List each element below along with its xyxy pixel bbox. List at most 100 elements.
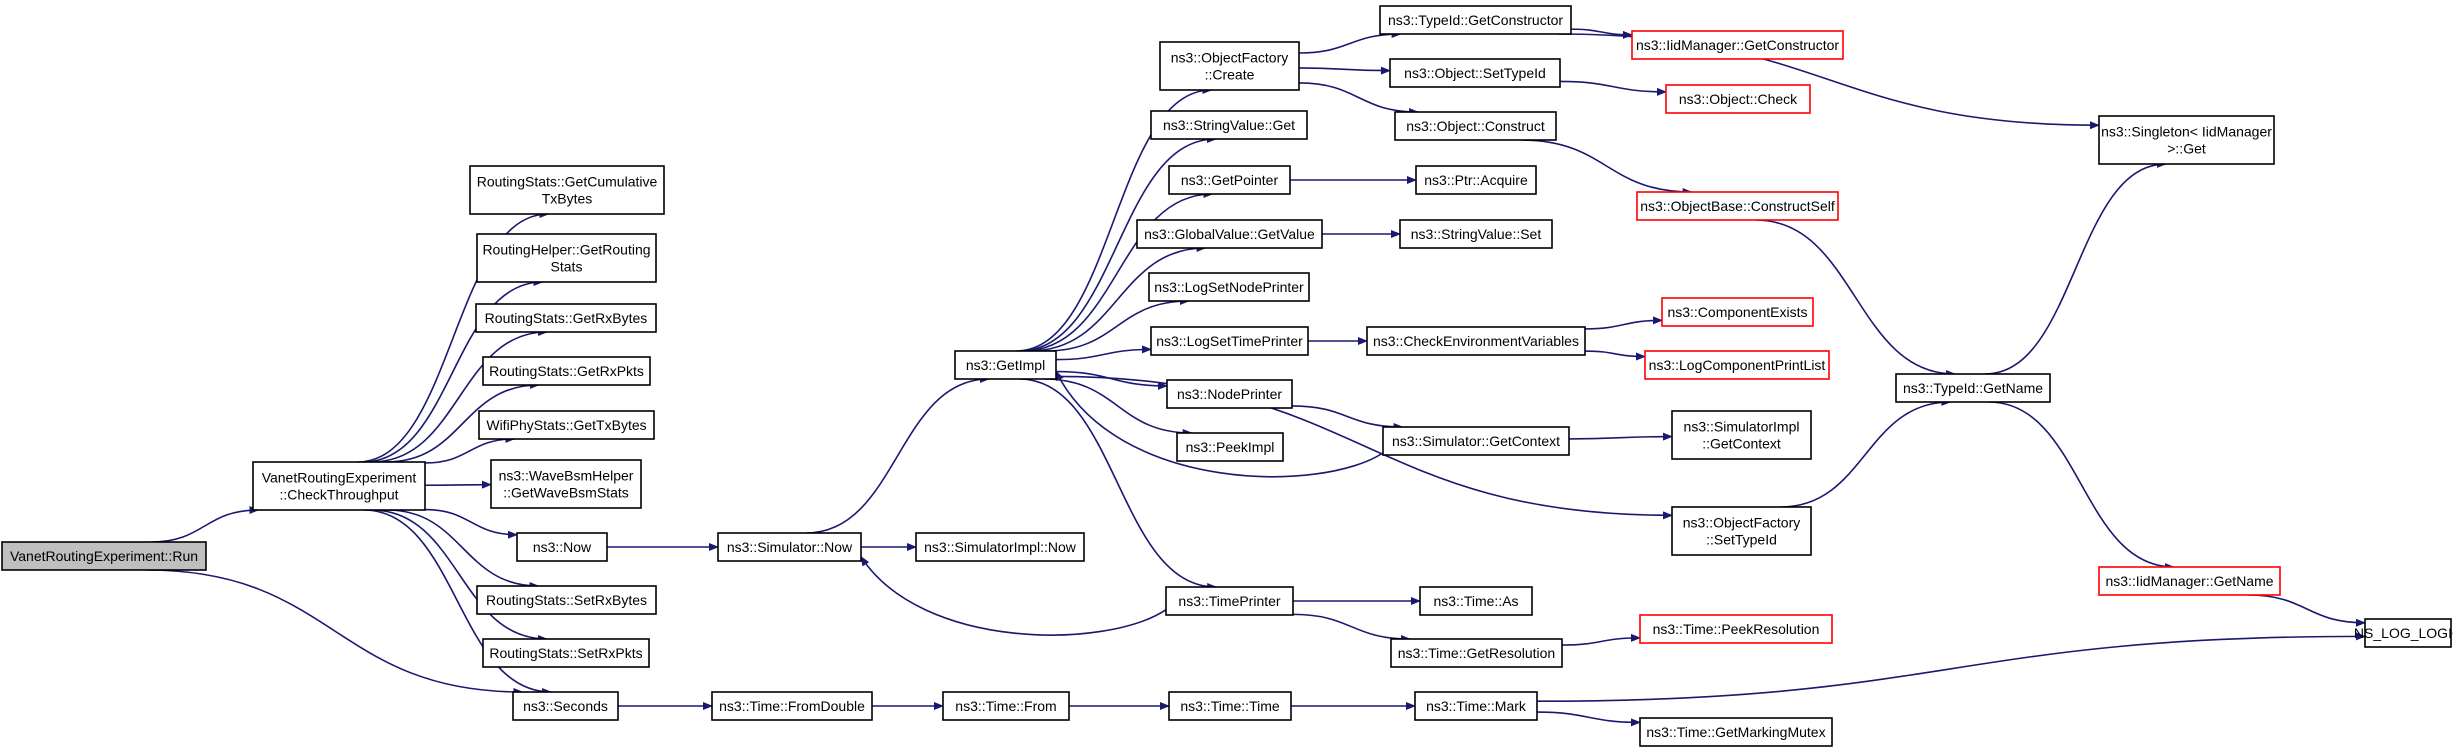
node-getrxpkts[interactable]: RoutingStats::GetRxPkts	[482, 356, 651, 386]
node-box[interactable]	[1671, 506, 1812, 556]
node-simgetctx[interactable]: ns3::Simulator::GetContext	[1382, 426, 1570, 456]
node-wifigettx[interactable]: WifiPhyStats::GetTxBytes	[478, 410, 655, 440]
node-peekimpl[interactable]: ns3::PeekImpl	[1176, 432, 1284, 462]
node-box[interactable]	[1168, 165, 1291, 195]
node-now[interactable]: ns3::Now	[516, 532, 608, 562]
node-box[interactable]	[1379, 5, 1572, 35]
node-ptracquire[interactable]: ns3::Ptr::Acquire	[1415, 165, 1537, 195]
node-checkenv[interactable]: ns3::CheckEnvironmentVariables	[1366, 326, 1586, 356]
node-tidgetname[interactable]: ns3::TypeId::GetName	[1895, 373, 2051, 403]
node-box[interactable]	[490, 459, 642, 509]
node-box[interactable]	[954, 350, 1057, 380]
node-getwavebsm[interactable]: ns3::WaveBsmHelper::GetWaveBsmStats	[490, 459, 642, 509]
node-box[interactable]	[482, 356, 651, 386]
node-box[interactable]	[1148, 272, 1310, 302]
node-seconds[interactable]: ns3::Seconds	[512, 691, 619, 721]
node-box[interactable]	[1150, 326, 1309, 356]
node-box[interactable]	[1166, 379, 1293, 409]
node-getrxbytes[interactable]: RoutingStats::GetRxBytes	[475, 303, 657, 333]
node-setrxpkts[interactable]: RoutingStats::SetRxPkts	[482, 638, 650, 668]
node-nodeprinter[interactable]: ns3::NodePrinter	[1166, 379, 1293, 409]
node-strvalget[interactable]: ns3::StringValue::Get	[1150, 110, 1308, 140]
node-nslog[interactable]: NS_LOG_LOGIC	[2354, 618, 2453, 648]
node-box[interactable]	[1390, 638, 1563, 668]
node-box[interactable]	[942, 691, 1070, 721]
node-box[interactable]	[1415, 165, 1537, 195]
node-fromdouble[interactable]: ns3::Time::FromDouble	[711, 691, 873, 721]
node-strvalset[interactable]: ns3::StringValue::Set	[1399, 219, 1553, 249]
node-run[interactable]: VanetRoutingExperiment::Run	[1, 541, 207, 571]
node-obconstructself[interactable]: ns3::ObjectBase::ConstructSelf	[1636, 191, 1839, 221]
node-timeprinter[interactable]: ns3::TimePrinter	[1165, 586, 1294, 616]
node-box[interactable]	[469, 165, 665, 215]
node-logcomplist[interactable]: ns3::LogComponentPrintList	[1644, 350, 1830, 380]
node-box[interactable]	[1639, 717, 1833, 747]
node-getmarkingmutex[interactable]: ns3::Time::GetMarkingMutex	[1639, 717, 1833, 747]
node-box[interactable]	[1150, 110, 1308, 140]
node-box[interactable]	[711, 691, 873, 721]
node-timemark[interactable]: ns3::Time::Mark	[1414, 691, 1538, 721]
node-box[interactable]	[1414, 691, 1538, 721]
node-iidgetctor[interactable]: ns3::IidManager::GetConstructor	[1631, 30, 1844, 60]
node-box[interactable]	[476, 585, 657, 615]
node-box[interactable]	[512, 691, 619, 721]
node-simimplnow[interactable]: ns3::SimulatorImpl::Now	[915, 532, 1085, 562]
node-getpointer[interactable]: ns3::GetPointer	[1168, 165, 1291, 195]
node-box[interactable]	[717, 532, 862, 562]
node-box[interactable]	[475, 303, 657, 333]
node-getres[interactable]: ns3::Time::GetResolution	[1390, 638, 1563, 668]
node-box[interactable]	[478, 410, 655, 440]
node-box[interactable]	[1389, 58, 1561, 88]
node-getimpl[interactable]: ns3::GetImpl	[954, 350, 1057, 380]
node-box[interactable]	[516, 532, 608, 562]
node-singleton[interactable]: ns3::Singleton< IidManager >::Get	[2098, 115, 2275, 165]
node-box[interactable]	[1639, 614, 1833, 644]
node-box[interactable]	[476, 233, 657, 283]
node-compexists[interactable]: ns3::ComponentExists	[1661, 297, 1814, 327]
node-box[interactable]	[1636, 191, 1839, 221]
node-checkthroughput[interactable]: VanetRoutingExperiment::CheckThroughput	[252, 461, 426, 511]
node-box[interactable]	[1895, 373, 2051, 403]
node-timefrom[interactable]: ns3::Time::From	[942, 691, 1070, 721]
node-box[interactable]	[252, 461, 426, 511]
node-box[interactable]	[2098, 115, 2275, 165]
node-box[interactable]	[1394, 111, 1557, 141]
node-ofcreate[interactable]: ns3::ObjectFactory::Create	[1159, 41, 1300, 91]
node-box[interactable]	[1, 541, 207, 571]
node-timetime[interactable]: ns3::Time::Time	[1168, 691, 1292, 721]
node-simimplctx[interactable]: ns3::SimulatorImpl::GetContext	[1671, 410, 1812, 460]
node-box[interactable]	[1366, 326, 1586, 356]
node-box[interactable]	[2098, 566, 2281, 596]
node-box[interactable]	[1419, 586, 1533, 616]
node-box[interactable]	[1176, 432, 1284, 462]
node-objsettypeid[interactable]: ns3::Object::SetTypeId	[1389, 58, 1561, 88]
node-box[interactable]	[1159, 41, 1300, 91]
node-peekres[interactable]: ns3::Time::PeekResolution	[1639, 614, 1833, 644]
node-iidgetname[interactable]: ns3::IidManager::GetName	[2098, 566, 2281, 596]
node-box[interactable]	[1665, 84, 1811, 114]
node-objconstruct[interactable]: ns3::Object::Construct	[1394, 111, 1557, 141]
node-setrxbytes[interactable]: RoutingStats::SetRxBytes	[476, 585, 657, 615]
node-logsetnode[interactable]: ns3::LogSetNodePrinter	[1148, 272, 1310, 302]
node-box[interactable]	[1382, 426, 1570, 456]
node-box[interactable]	[1631, 30, 1844, 60]
node-box[interactable]	[1168, 691, 1292, 721]
node-tidgetctor[interactable]: ns3::TypeId::GetConstructor	[1379, 5, 1572, 35]
node-box[interactable]	[1399, 219, 1553, 249]
node-timeas[interactable]: ns3::Time::As	[1419, 586, 1533, 616]
node-logsettime[interactable]: ns3::LogSetTimePrinter	[1150, 326, 1309, 356]
node-box[interactable]	[915, 532, 1085, 562]
node-box[interactable]	[1661, 297, 1814, 327]
node-box[interactable]	[1136, 219, 1323, 249]
node-box[interactable]	[1644, 350, 1830, 380]
node-box[interactable]	[1165, 586, 1294, 616]
node-box[interactable]	[482, 638, 650, 668]
node-simnow[interactable]: ns3::Simulator::Now	[717, 532, 862, 562]
node-box[interactable]	[1671, 410, 1812, 460]
node-box[interactable]	[2364, 618, 2452, 648]
node-ofsettypeid[interactable]: ns3::ObjectFactory::SetTypeId	[1671, 506, 1812, 556]
node-gvgetvalue[interactable]: ns3::GlobalValue::GetValue	[1136, 219, 1323, 249]
node-objcheck[interactable]: ns3::Object::Check	[1665, 84, 1811, 114]
